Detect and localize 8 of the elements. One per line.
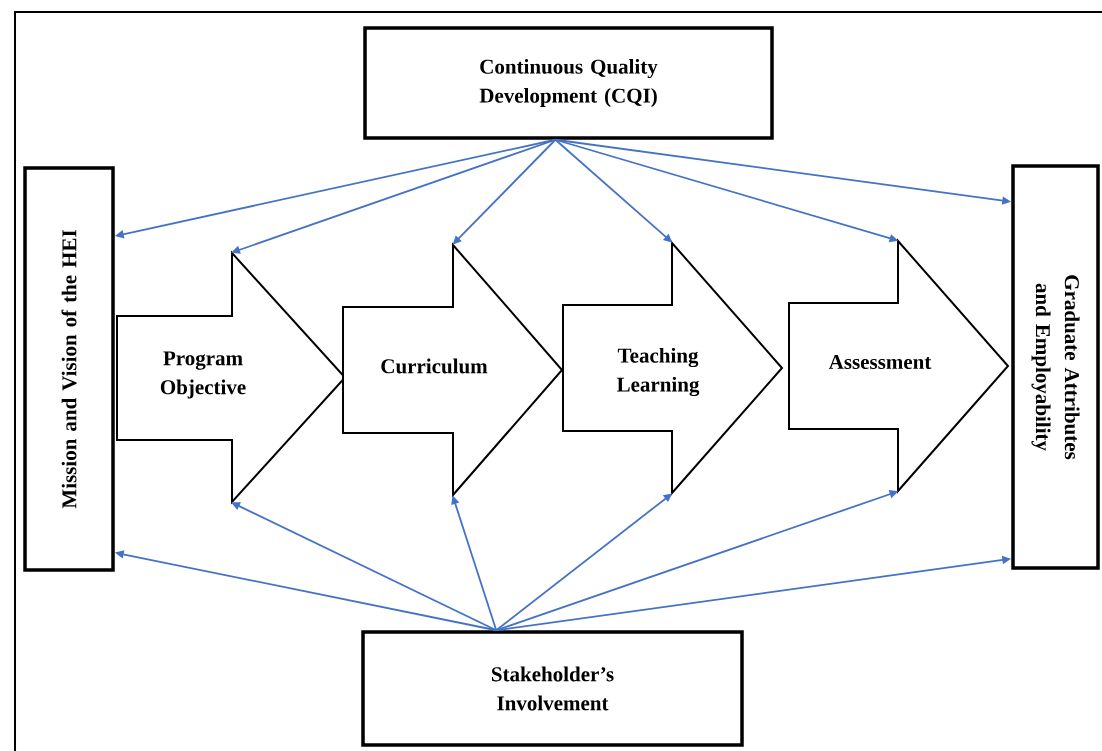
process-step: Program Objective	[116, 250, 347, 505]
process-step: Teaching Learning	[562, 240, 784, 496]
process-box: Continuous Quality Development (CQI)	[363, 26, 774, 140]
side-box: Mission and Vision of the HEI	[23, 166, 115, 572]
process-box: Stakeholder’s Involvement	[361, 630, 744, 747]
side-box: Graduate Attributes and Employability	[1011, 164, 1100, 570]
process-step: Curriculum	[342, 242, 564, 498]
process-step: Assessment	[788, 238, 1010, 494]
